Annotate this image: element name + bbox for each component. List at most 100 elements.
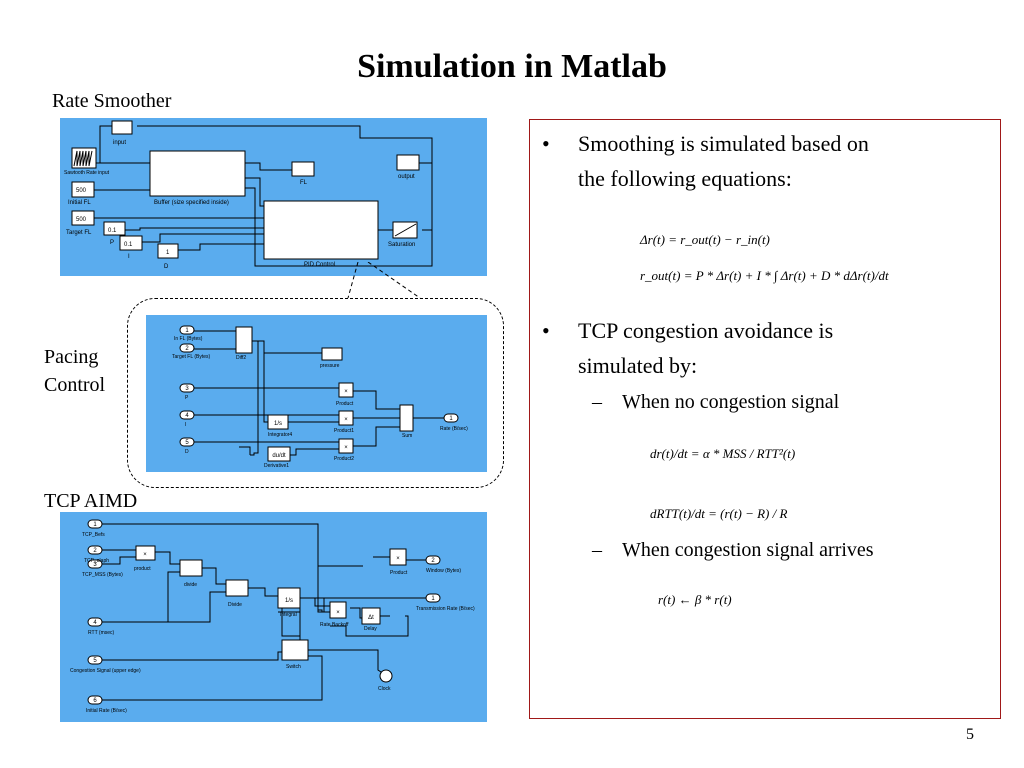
equation-2: r_out(t) = P * Δr(t) + I * ∫ Δr(t) + D *… [640, 268, 889, 284]
tcp-window: Window (Bytes) [426, 568, 461, 574]
svg-text:2: 2 [185, 346, 189, 352]
tcp-switch: Switch [286, 664, 301, 670]
rs-p-label: P [110, 240, 114, 246]
svg-text:1/s: 1/s [285, 598, 293, 604]
subbullet-marker-1: – [592, 391, 602, 413]
svg-text:Δt: Δt [368, 615, 374, 621]
svg-text:1: 1 [449, 416, 453, 422]
svg-text:6: 6 [93, 698, 97, 704]
tcp-divide: divide [184, 582, 197, 588]
rs-d-label: D [164, 264, 169, 270]
svg-text:1: 1 [185, 328, 189, 334]
equation-1: Δr(t) = r_out(t) − r_in(t) [639, 232, 770, 247]
svg-text:1: 1 [93, 522, 97, 528]
tcp-integral: Integral [280, 612, 297, 618]
page-number: 5 [966, 726, 974, 743]
rs-buffer-label: Buffer (size specified inside) [154, 200, 229, 206]
bullet-marker-2: • [542, 318, 550, 343]
pc-in2: Target FL (Bytes) [172, 354, 210, 360]
svg-text:3: 3 [93, 562, 97, 568]
rs-d-val: 1 [166, 250, 170, 256]
subbullet-1: When no congestion signal [622, 391, 840, 413]
svg-text:1: 1 [431, 596, 435, 602]
zoom-lines [347, 262, 421, 299]
pc-sum: Sum [402, 433, 412, 439]
svg-text:×: × [143, 552, 147, 558]
equation-3-box: dr(t)/dt = α * MSS / RTT²(t) [650, 446, 795, 461]
svg-text:3: 3 [185, 386, 189, 392]
rs-target-fl-label: Target FL [66, 230, 92, 236]
slide-title: Simulation in Matlab [357, 48, 667, 85]
svg-text:4: 4 [93, 620, 97, 626]
pc-in5: D [185, 449, 189, 455]
subbullet-2: When congestion signal arrives [622, 539, 874, 561]
svg-text:2: 2 [431, 558, 435, 564]
pc-derivative: Derivative1 [264, 463, 289, 469]
bullet-1-line2: the following equations: [578, 166, 792, 191]
svg-text:5: 5 [185, 440, 189, 446]
tcp-product2: Product [390, 570, 408, 576]
equation-4: dRTT(t)/dt = (r(t) − R) / R [650, 506, 787, 521]
subbullet-marker-2: – [592, 539, 602, 561]
rs-const-500b: 500 [76, 217, 87, 223]
svg-text:4: 4 [185, 413, 189, 419]
bullet-marker-1: • [542, 131, 550, 156]
rs-saturation-label: Saturation [388, 242, 415, 248]
bullet-1-line1: Smoothing is simulated based on [578, 131, 869, 156]
pc-in4: I [185, 422, 186, 428]
pc-in3: P [185, 395, 189, 401]
rs-fl-label: FL [300, 180, 308, 186]
pc-diff: Diff2 [236, 355, 246, 361]
tcp-in5: Congestion Signal (upper edge) [70, 668, 141, 674]
tcp-in4: RTT (msec) [88, 630, 115, 636]
tcp-clock: Clock [378, 686, 391, 692]
svg-text:×: × [396, 556, 400, 562]
rs-i-label: I [128, 254, 130, 260]
pacing-label-line1: Pacing [44, 346, 99, 368]
tcp-in3: TCP_MSS (Bytes) [82, 572, 123, 578]
tcp-delay: Delay [364, 626, 377, 632]
pc-product: Product [336, 401, 354, 407]
pc-product2: Product2 [334, 456, 354, 462]
equation-3: dr(t)/dt = α * MSS / RTT²(t) [650, 446, 795, 461]
svg-text:×: × [344, 445, 348, 451]
pacing-label-line2: Control [44, 374, 106, 396]
rs-input-label: input [113, 140, 126, 146]
rate-smoother-label: Rate Smoother [52, 90, 172, 112]
svg-text:5: 5 [93, 658, 97, 664]
tcp-aimd-label: TCP AIMD [44, 490, 138, 512]
tcp-in6: Initial Rate (B/sec) [86, 708, 127, 714]
pc-in1: In FL (Bytes) [174, 336, 203, 342]
bullet-2-line2: simulated by: [578, 353, 698, 378]
rs-const-500a: 500 [76, 188, 87, 194]
tcp-rate-backoff: Rate Backoff [320, 622, 349, 628]
tcp-divide2: Divide [228, 602, 242, 608]
rs-i-val: 0.1 [124, 242, 133, 248]
equation-5: r(t) ← β * r(t) [658, 592, 732, 607]
tcp-product: product [134, 566, 151, 572]
pc-product1: Product1 [334, 428, 354, 434]
pc-rate: Rate (B/sec) [440, 426, 468, 432]
tcp-in2: TCP_alaph [84, 558, 109, 564]
pc-integrator: Integrator4 [268, 432, 292, 438]
pacing-dashed-outline [127, 298, 504, 488]
bullet-2-line1: TCP congestion avoidance is [578, 318, 834, 343]
equation-5-box: r(t) ← β * r(t) [658, 592, 732, 607]
rs-pid-label: PID Control [304, 262, 335, 268]
svg-text:×: × [344, 417, 348, 423]
rs-sawtooth-label: Sawtooth Rate input [64, 170, 110, 176]
tcp-transmission: Transmission Rate (B/sec) [416, 606, 475, 612]
svg-text:du/dt: du/dt [272, 453, 286, 459]
rs-output-label: output [398, 174, 415, 180]
rs-p-val: 0.1 [108, 228, 117, 234]
rate-smoother-diagram: input Sawtooth Rate input 500 Initial FL… [60, 118, 487, 276]
tcp-in1: TCP_Befs [82, 532, 105, 538]
svg-text:2: 2 [93, 548, 97, 554]
pacing-control-diagram: 1 2 3 4 5 1 × × × 1/s du/dt In FL (Bytes) Targe… [146, 315, 487, 472]
equation-4-box: dRTT(t)/dt = (r(t) − R) / R [650, 506, 787, 521]
equations-box [529, 119, 1001, 719]
svg-text:1/s: 1/s [274, 421, 282, 427]
svg-text:×: × [344, 389, 348, 395]
rs-initial-fl-label: Initial FL [68, 200, 91, 206]
